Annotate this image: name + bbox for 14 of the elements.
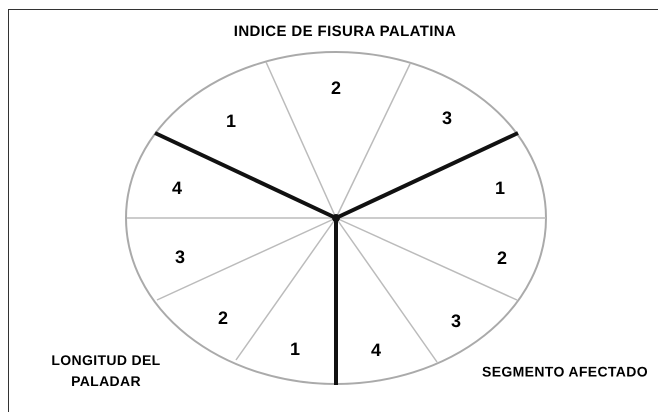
score-number: 2 [331,79,341,97]
score-number: 2 [497,249,507,267]
score-number: 3 [451,312,461,330]
score-number: 1 [495,179,505,197]
score-number: 3 [175,248,185,266]
section-label: SEGMENTO AFECTADO [481,362,649,382]
score-number: 4 [172,179,182,197]
score-number: 4 [371,341,381,359]
title: INDICE DE FISURA PALATINA [234,23,456,40]
score-number: 2 [218,309,228,327]
score-number: 3 [442,109,452,127]
score-number: 1 [290,340,300,358]
score-number: 1 [226,112,236,130]
section-label: LONGITUD DEL PALADAR [50,351,162,391]
